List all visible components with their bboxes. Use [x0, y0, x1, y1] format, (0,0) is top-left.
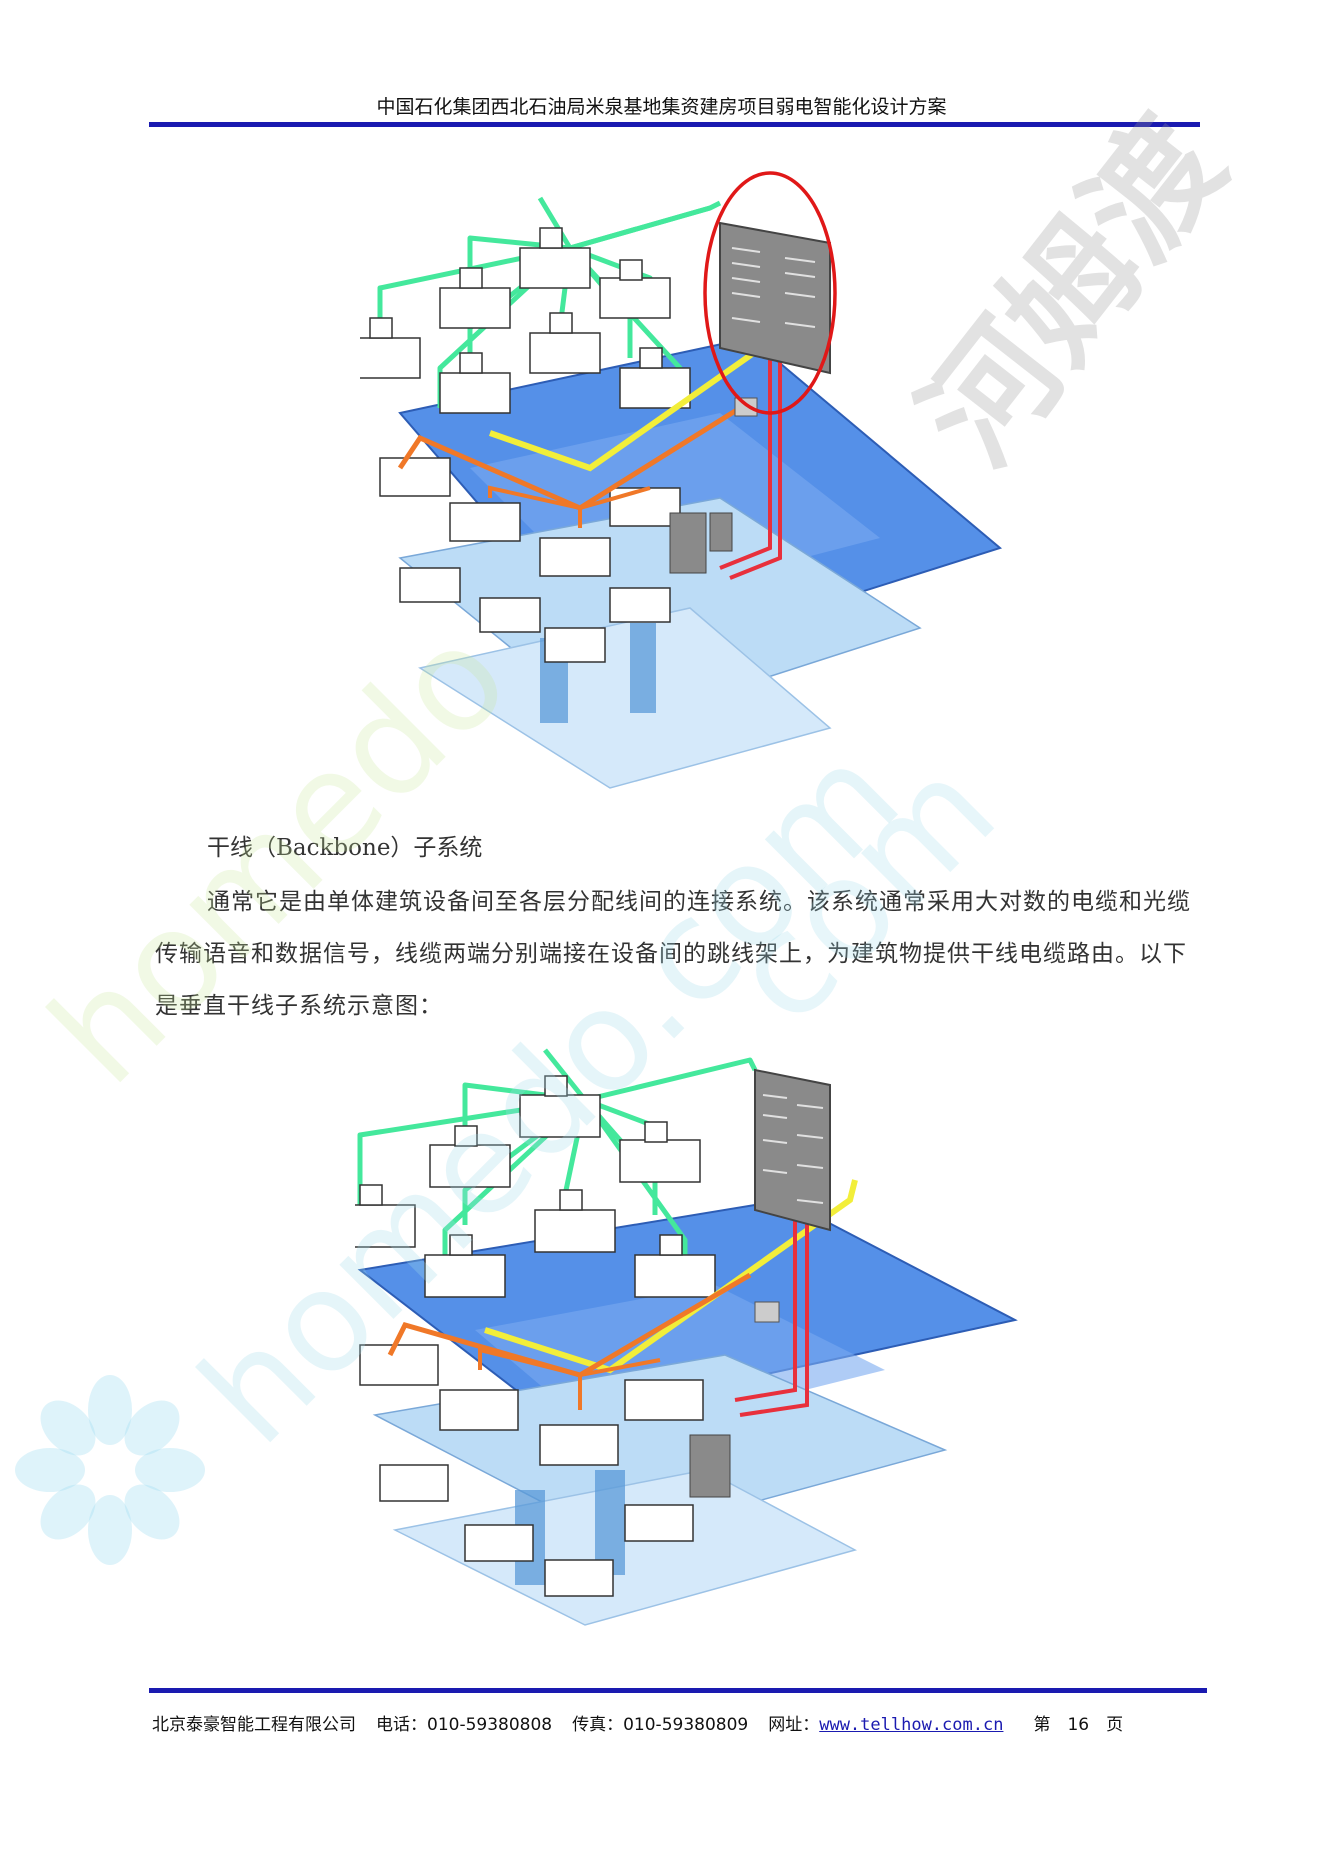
page-footer: 北京泰豪智能工程有限公司电话：010-59380808 传真：010-593808…: [152, 1711, 1192, 1739]
footer-website-link[interactable]: www.tellhow.com.cn: [819, 1715, 1004, 1735]
distribution-box: [754, 1301, 780, 1323]
desks-bottom-floor: [399, 567, 671, 663]
green-cables: [357, 1048, 758, 1280]
footer-page-number: 第 16 页: [1033, 1715, 1124, 1735]
footer-company: 北京泰豪智能工程有限公司: [152, 1715, 356, 1735]
body-paragraph: 通常它是由单体建筑设备间至各层分配线间的连接系统。该系统通常采用大对数的电缆和光…: [155, 889, 1191, 1019]
orange-cable: [478, 1347, 581, 1377]
partition: [595, 1470, 625, 1575]
orange-cable: [579, 486, 651, 510]
footer-phone: 电话：010-59380808: [376, 1715, 553, 1735]
red-cable: [739, 1210, 809, 1417]
floor-cabinet: [709, 512, 733, 552]
orange-cable: [488, 485, 581, 510]
equipment-cabinet: [754, 1068, 831, 1232]
backbone-diagram-bottom: [355, 1048, 1018, 1626]
footer-rule: [149, 1688, 1207, 1693]
equipment-cabinet: [719, 221, 831, 375]
red-cable: [729, 348, 782, 580]
yellow-cable: [489, 335, 777, 472]
orange-cable: [387, 1272, 752, 1378]
footer-fax: 传真：010-59380809: [572, 1715, 749, 1735]
desks-top-floor: [355, 1075, 716, 1298]
header-rule: [149, 122, 1200, 127]
floor-cabinet: [669, 512, 707, 574]
desks-middle-floor: [359, 1344, 704, 1466]
desks-top-floor: [360, 227, 691, 414]
distribution-box: [734, 397, 758, 417]
orange-cable: [579, 1358, 661, 1377]
desks-middle-floor: [379, 457, 681, 577]
cabinet-slots: [731, 247, 816, 328]
page-header-title: 中国石化集团西北石油局米泉基地集资建房项目弱电智能化设计方案: [376, 96, 947, 118]
floor-cabinet: [689, 1434, 731, 1498]
section-heading: 干线（Backbone）子系统: [207, 835, 483, 861]
desks-bottom-floor: [379, 1464, 694, 1597]
highlight-circle: [703, 171, 837, 415]
flower-logo-watermark: [15, 1375, 205, 1565]
orange-cable: [397, 405, 742, 511]
backbone-diagram-top: [360, 171, 1003, 789]
red-cable: [734, 1205, 797, 1402]
partition: [630, 623, 656, 713]
cabinet-slots: [762, 1094, 824, 1204]
footer-website-label: 网址：: [768, 1715, 820, 1735]
